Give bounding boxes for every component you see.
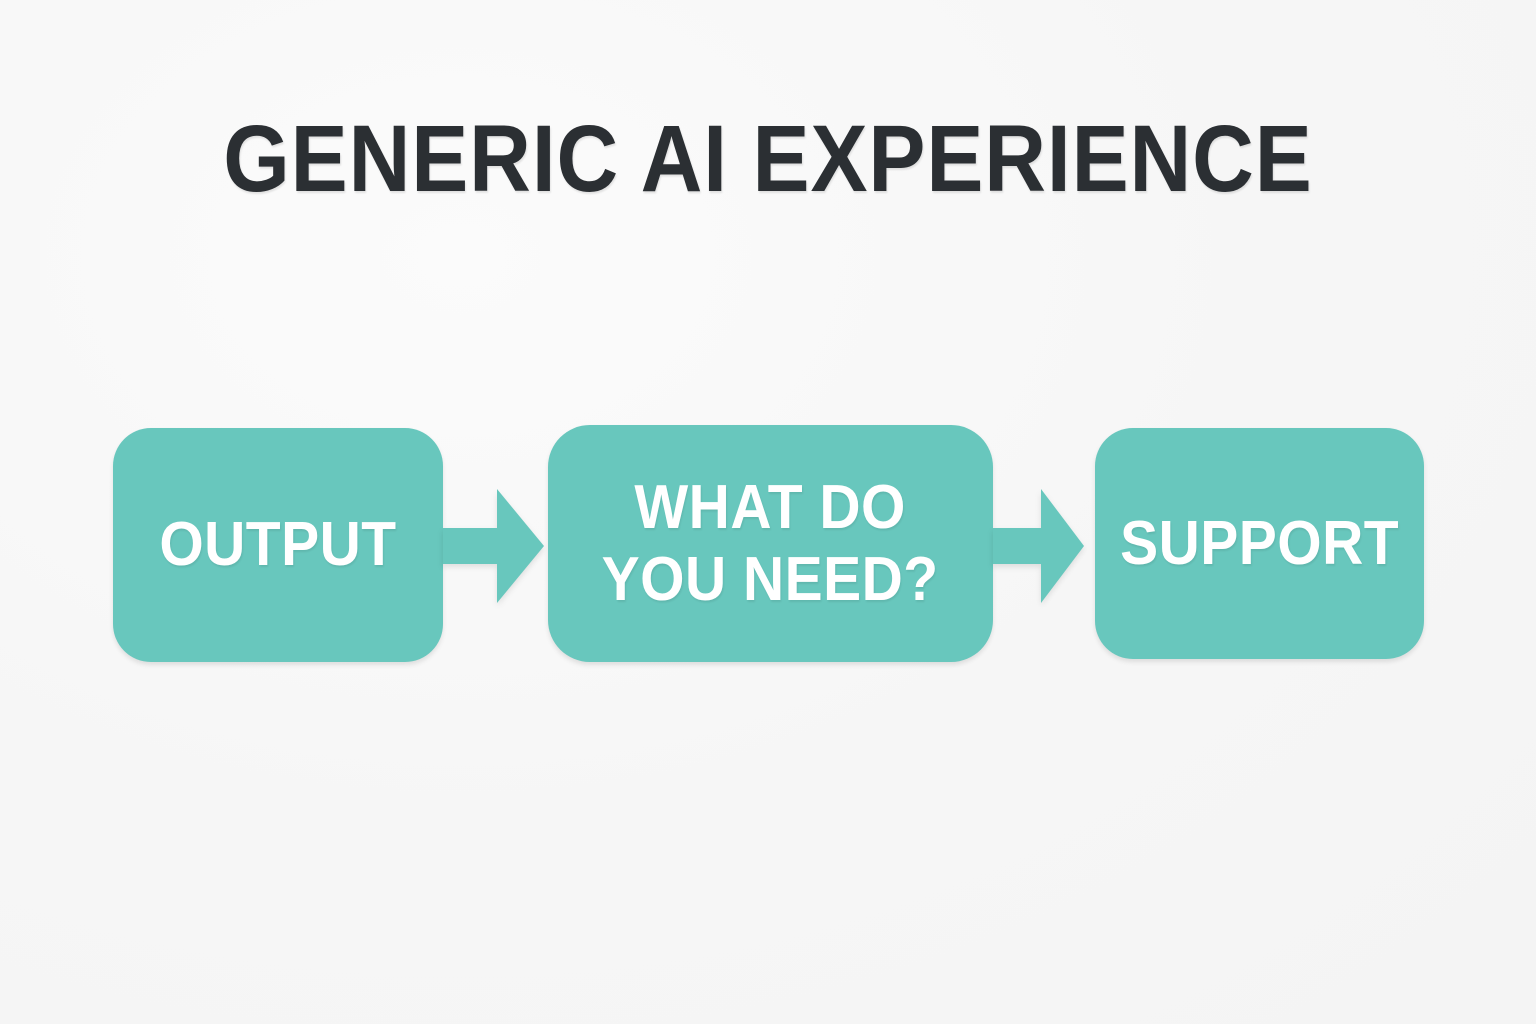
flow-node-output[interactable]: OUTPUT (113, 428, 443, 662)
flow-node-support[interactable]: SUPPORT (1095, 428, 1424, 659)
page-title: GENERIC AI EXPERIENCE (223, 106, 1313, 212)
flow-node-support-label: SUPPORT (1120, 508, 1399, 578)
flow-node-question[interactable]: WHAT DO YOU NEED? (548, 425, 993, 662)
right-arrow-icon (993, 489, 1084, 603)
flow-node-output-label: OUTPUT (159, 510, 397, 579)
flow-node-question-label: WHAT DO YOU NEED? (602, 472, 939, 614)
right-arrow-icon (443, 489, 544, 603)
